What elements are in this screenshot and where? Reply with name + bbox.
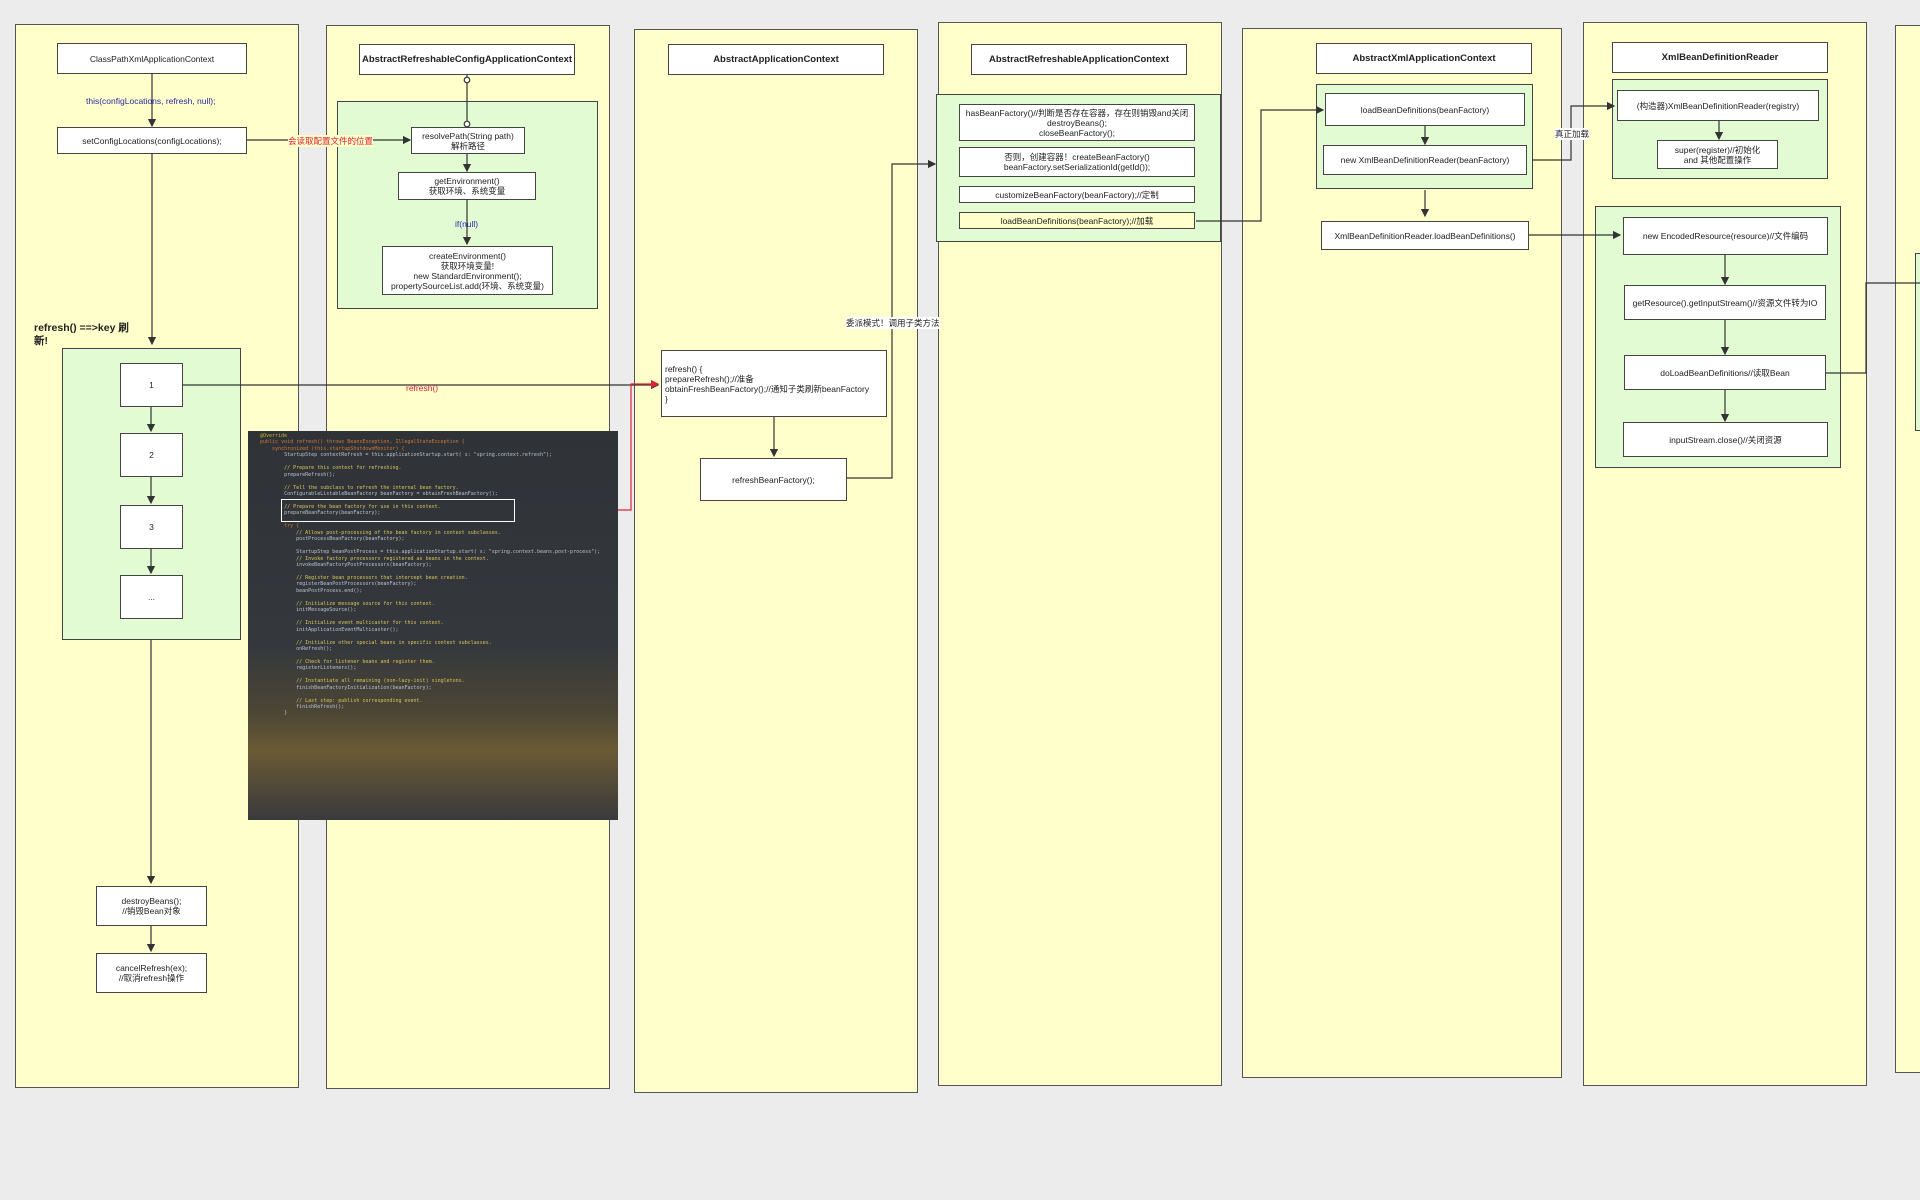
cancel-refresh-node: cancelRefresh(ex); //取消refresh操作: [96, 953, 207, 993]
if-null-label: if(null): [455, 219, 479, 229]
code-line: finishBeanFactoryInitialization(beanFact…: [260, 684, 432, 691]
input-stream-close-node: inputStream.close()//关闭资源: [1623, 422, 1828, 457]
this-call-label: this(configLocations, refresh, null);: [86, 96, 216, 106]
lane-title: AbstractXmlApplicationContext: [1316, 43, 1532, 74]
get-environment-node: getEnvironment() 获取环境、系统变量: [398, 172, 536, 200]
code-line: prepareBeanFactory(beanFactory);: [260, 510, 381, 517]
create-environment-node: createEnvironment() 获取环境变量! new Standard…: [382, 246, 553, 295]
code-line: registerListeners();: [260, 665, 357, 672]
reader-load-definitions-node: XmlBeanDefinitionReader.loadBeanDefiniti…: [1321, 221, 1529, 250]
lane-title: XmlBeanDefinitionReader: [1612, 42, 1828, 73]
code-highlight: [281, 499, 515, 522]
lane-abstract-xml: [1242, 28, 1562, 1078]
customize-bean-factory-node: customizeBeanFactory(beanFactory);//定制: [959, 186, 1195, 203]
refresh-edge-label: refresh(): [406, 383, 439, 393]
get-resource-node: getResource().getInputStream()//资源文件转为IO: [1624, 285, 1826, 320]
code-line: try {: [260, 523, 300, 530]
code-line: initMessageSource();: [260, 607, 357, 614]
refresh-step-node: 2: [120, 433, 183, 477]
code-line: registerBeanPostProcessors(beanFactory);: [260, 581, 417, 588]
code-line: // Check for listener beans and register…: [260, 658, 435, 665]
set-config-locations-node: setConfigLocations(configLocations);: [57, 127, 247, 154]
code-line: // Last step: publish corresponding even…: [260, 697, 423, 704]
code-line: // Instantiate all remaining (non-lazy-i…: [260, 678, 465, 685]
refresh-bean-factory-node: refreshBeanFactory();: [700, 458, 847, 501]
do-load-node: doLoadBeanDefinitions//读取Bean: [1624, 355, 1826, 390]
lane-title: AbstractRefreshableConfigApplicationCont…: [359, 44, 575, 75]
has-bean-factory-node: hasBeanFactory()//判断是否存在容器，存在则销毁and关闭 de…: [959, 104, 1195, 141]
code-line: beanPostProcess.end();: [260, 587, 363, 594]
code-line: // Invoke factory processors registered …: [260, 555, 489, 562]
code-line: // Initialize message source for this co…: [260, 600, 435, 607]
lane-abstract-application: [634, 29, 918, 1093]
code-line: finishRefresh();: [260, 704, 345, 711]
code-line: // Initialize other special beans in spe…: [260, 639, 492, 646]
code-line: // Prepare this context for refreshing.: [260, 465, 402, 472]
read-config-edge-label: 会读取配置文件的位置: [288, 135, 374, 147]
lane-title: AbstractRefreshableApplicationContext: [971, 44, 1187, 75]
code-line: // Initialize event multicaster for this…: [260, 620, 444, 627]
code-line: @Override: [260, 433, 288, 439]
resolve-path-node: resolvePath(String path) 解析路径: [411, 127, 525, 154]
encoded-resource-node: new EncodedResource(resource)//文件编码: [1623, 217, 1828, 255]
lane-partial: [1895, 25, 1920, 1073]
actual-load-edge-label: 真正加载: [1555, 128, 1590, 140]
code-line: // Tell the subclass to refresh the inte…: [260, 484, 459, 491]
code-line: synchronized (this.startupShutdownMonito…: [260, 445, 405, 452]
lane-title: AbstractApplicationContext: [668, 44, 884, 75]
lane-title: ClassPathXmlApplicationContext: [57, 43, 247, 74]
code-line: // Register bean processors that interce…: [260, 574, 468, 581]
new-xml-reader-node: new XmlBeanDefinitionReader(beanFactory): [1323, 145, 1527, 175]
load-bean-definitions-xml-node: loadBeanDefinitions(beanFactory): [1325, 93, 1525, 126]
code-line: }: [260, 710, 288, 717]
refresh-step-node: ...: [120, 575, 183, 619]
refresh-block-node: refresh() { prepareRefresh();//准备 obtain…: [661, 350, 887, 417]
code-line: // Allows post-processing of the bean fa…: [260, 529, 501, 536]
create-bean-factory-node: 否则，创建容器！createBeanFactory() beanFactory.…: [959, 147, 1195, 177]
code-line: StartupStep contextRefresh = this.applic…: [260, 452, 552, 459]
destroy-beans-node: destroyBeans(); //销毁Bean对象: [96, 886, 207, 926]
reader-constructor-node: (构造器)XmlBeanDefinitionReader(registry): [1617, 90, 1819, 121]
code-line: onRefresh();: [260, 645, 333, 652]
code-line: prepareRefresh();: [260, 471, 336, 478]
code-line: initApplicationEventMulticaster();: [260, 626, 399, 633]
code-line: StartupStep beanPostProcess = this.appli…: [260, 549, 601, 556]
super-register-node: super(register)//初始化 and 其他配置操作: [1657, 140, 1778, 169]
code-line: // Prepare the bean factory for use in t…: [260, 503, 441, 510]
code-line: public void refresh() throws BeansExcept…: [260, 439, 465, 446]
delegate-edge-label: 委派模式！调用子类方法: [846, 317, 940, 329]
refresh-step-node: 1: [120, 363, 183, 407]
group-partial: [1915, 253, 1920, 431]
lane-xml-reader: [1583, 22, 1867, 1086]
refresh-step-node: 3: [120, 505, 183, 549]
load-bean-definitions-node: loadBeanDefinitions(beanFactory);//加载: [959, 212, 1195, 229]
code-line: invokeBeanFactoryPostProcessors(beanFact…: [260, 562, 432, 569]
refresh-key-label: refresh() ==>key 刷 新!: [34, 322, 129, 347]
code-line: ConfigurableListableBeanFactory beanFact…: [260, 491, 498, 498]
code-line: postProcessBeanFactory(beanFactory);: [260, 536, 405, 543]
